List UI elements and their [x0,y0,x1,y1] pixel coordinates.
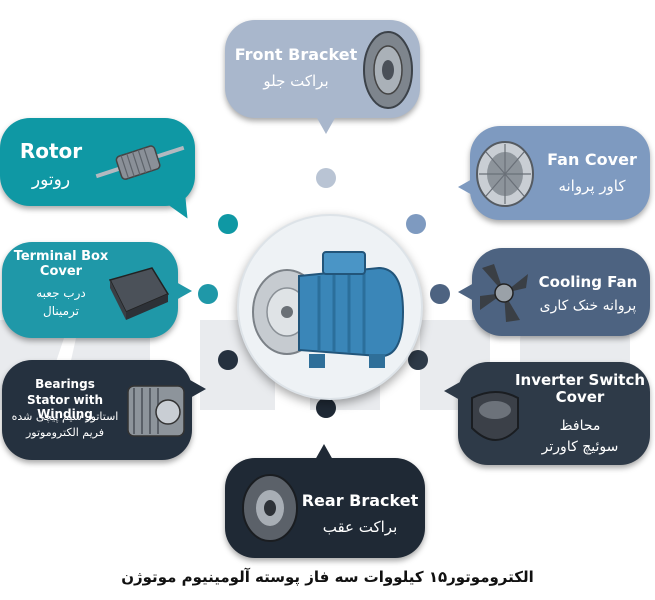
rotor-image [95,145,185,180]
stator-winding-label: Stator with Winding [26,393,104,421]
cooling-fan-dot [430,284,450,304]
terminal-box-cover-label: Terminal Box Cover [13,249,109,279]
motor-center-circle [237,214,423,400]
inverter-switch-cover-label: Inverter Switch Cover [514,371,646,407]
inverter-switch-cover-callout: Inverter Switch Cover محافظ سوئیچ کاورتر [444,362,650,465]
cooling-fan-image [480,264,528,322]
rear-bracket-label: Rear Bracket [301,491,419,510]
fan-cover-label-fa: کاور پروانه [558,177,626,195]
rear-bracket-label-fa: براکت عقب [322,518,398,536]
stator-image [127,385,185,437]
inverter-switch-cover-label-fa-2: سوئیچ کاورتر [541,439,619,455]
stator-label-fa-2: فریم الکتروموتور [25,426,105,439]
fan-cover-dot [406,214,426,234]
inverter-switch-cover-image [471,391,519,441]
bearings-label: Bearings [35,377,95,391]
terminal-box-cover-image [108,267,170,320]
fan-cover-image [476,141,534,207]
rotor-dot [218,214,238,234]
cooling-fan-label: Cooling Fan [538,273,638,291]
rear-bracket-dot [316,398,336,418]
rear-bracket-image [242,474,298,542]
terminal-box-cover-callout: Terminal Box Cover درب جعبه ترمینال [2,242,192,338]
fan-cover-callout: Fan Cover کاور پروانه [458,126,650,220]
electric-motor-image [252,251,405,368]
stator-label-fa-1: استاتور سیم پیچی شده [11,410,119,423]
front-bracket-label: Front Bracket [234,45,358,64]
fan-cover-label: Fan Cover [547,150,637,169]
rotor-callout: Rotor روتور [0,118,197,224]
front-bracket-dot [316,168,336,188]
cooling-fan-label-fa: پروانه خنک کاری [539,298,637,314]
front-bracket-image [363,31,413,109]
rotor-label-fa: روتور [31,170,71,190]
bearings-stator-dot [218,350,238,370]
caption: الکتروموتور۱۵ کیلووات سه فاز پوسته آلومی… [121,568,534,586]
rear-bracket-callout: Rear Bracket براکت عقب [225,444,425,558]
front-bracket-label-fa: براکت جلو [263,72,329,90]
bearings-stator-callout: Bearings Stator with Winding استاتور سیم… [2,360,206,460]
inverter-switch-cover-dot [408,350,428,370]
terminal-box-cover-label-fa-2: ترمینال [42,304,79,318]
rotor-label: Rotor [19,139,83,163]
terminal-box-cover-dot [198,284,218,304]
terminal-box-cover-label-fa-1: درب جعبه [36,286,86,300]
cooling-fan-callout: Cooling Fan پروانه خنک کاری [458,248,650,336]
inverter-switch-cover-label-fa-1: محافظ [559,418,601,434]
front-bracket-callout: Front Bracket براکت جلو [225,20,420,134]
